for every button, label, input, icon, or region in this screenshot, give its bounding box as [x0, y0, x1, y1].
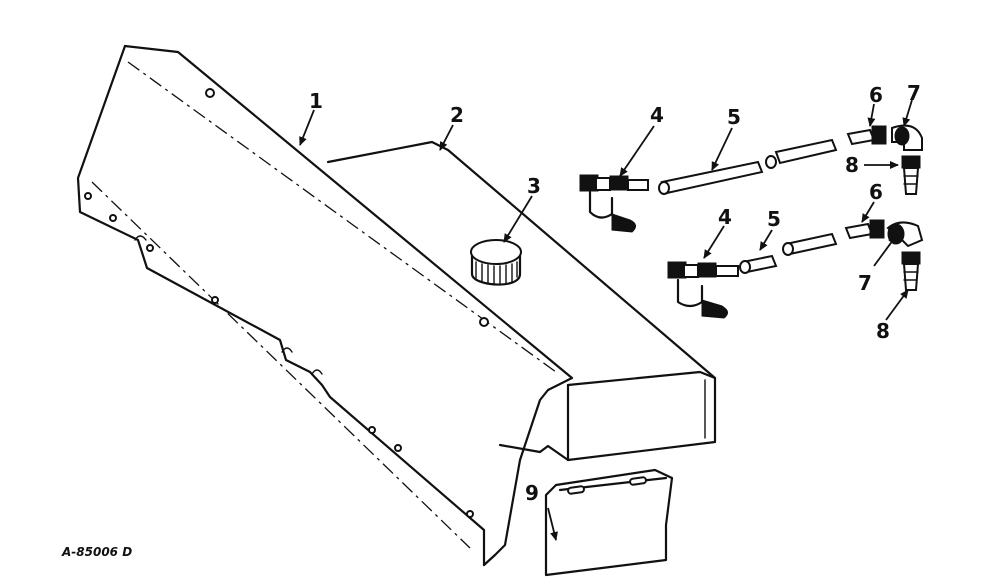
elbow-upper	[891, 124, 923, 151]
callout-7-upper: 7	[907, 81, 921, 105]
callout-labels: 1 2 3 4 5 4 5 6 7 8 6 7 8 9	[309, 81, 921, 505]
elbow-lower	[886, 221, 924, 248]
leader-lines	[299, 99, 913, 541]
fitting-upper	[901, 155, 921, 195]
connector-upper	[846, 125, 887, 146]
callout-6-upper: 6	[869, 83, 883, 107]
callout-5-lower: 5	[767, 207, 781, 231]
connector-lower	[844, 219, 885, 240]
callout-4-upper: 4	[650, 103, 664, 127]
callout-1: 1	[309, 89, 323, 113]
shutoff-valve-lower	[667, 261, 739, 319]
callout-4-lower: 4	[718, 205, 732, 229]
callout-3: 3	[527, 174, 541, 198]
callout-2: 2	[450, 103, 464, 127]
shutoff-valve-upper	[579, 174, 649, 233]
callout-8-upper: 8	[845, 153, 859, 177]
tank-shield	[76, 44, 574, 567]
callout-5-upper: 5	[727, 105, 741, 129]
fuel-line-lower	[739, 232, 838, 274]
drawing-code: A-85006 D	[61, 545, 132, 559]
mounting-bracket	[544, 468, 674, 577]
fitting-lower	[901, 251, 921, 291]
callout-8-lower: 8	[876, 319, 890, 343]
callout-7-lower: 7	[858, 271, 872, 295]
fuel-line-upper	[658, 138, 838, 195]
callout-6-lower: 6	[869, 180, 883, 204]
callout-9: 9	[525, 481, 539, 505]
filler-cap	[470, 239, 522, 286]
fuel-tank	[326, 140, 717, 462]
